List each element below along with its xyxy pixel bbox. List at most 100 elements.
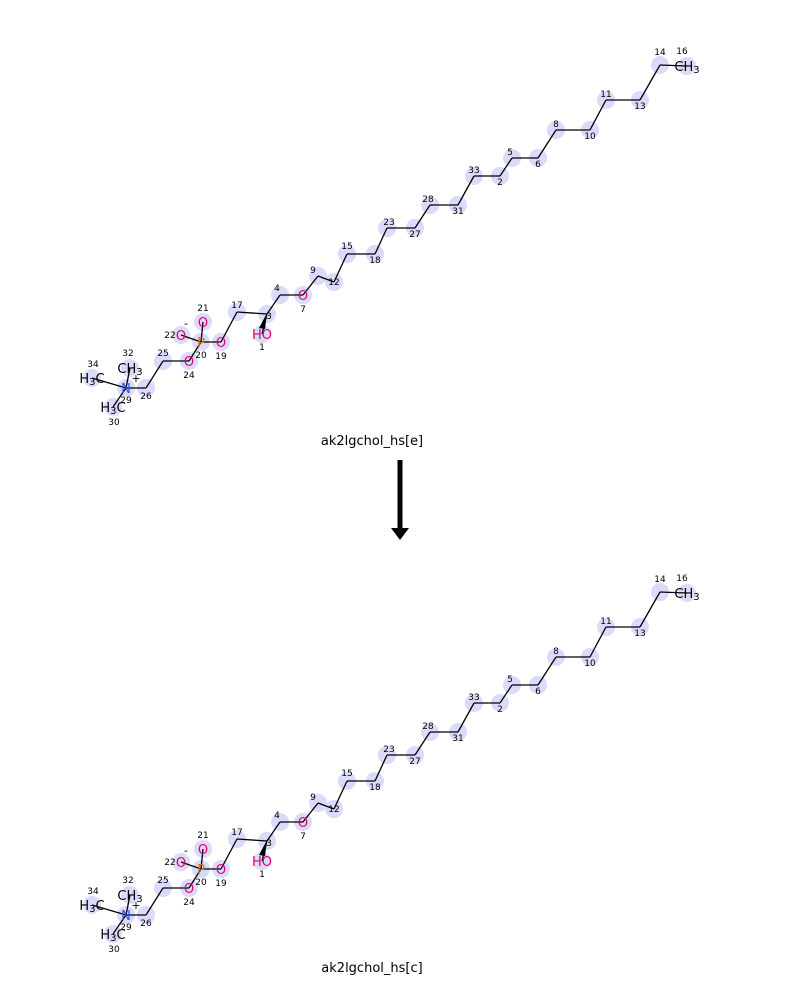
product-bond-29-32	[125, 894, 131, 916]
product-bond-6-8	[537, 656, 557, 686]
reactant-atom-label-34: H3C	[79, 372, 104, 388]
reactant-atom-index-25: 25	[157, 349, 168, 359]
product-atom-index-26: 26	[140, 919, 152, 929]
product-bond-7-9	[302, 802, 319, 823]
reactant-atom-index-22: 22	[164, 331, 175, 341]
reactant-atom-label-7: O	[298, 289, 308, 304]
product-bond-9-12	[317, 802, 335, 810]
product-atom-index-28: 28	[422, 722, 434, 732]
product-atom-label-30: H3C	[100, 928, 125, 944]
product-bond-14-16	[659, 591, 688, 594]
product-atom-index-31: 31	[452, 734, 463, 744]
reaction-arrow	[391, 460, 409, 540]
product-bond-17-19	[220, 838, 238, 870]
reactant-atom-index-17: 17	[231, 301, 242, 311]
reactant-bond-3-17	[236, 311, 268, 315]
product-bond-20-22	[180, 861, 202, 870]
product-atom-index-5: 5	[507, 675, 513, 685]
reactant-structure: HOOCH3OPOOONH3CCH3H3C-+13479121518232728…	[79, 47, 699, 428]
reactant-atom-label-20: P	[197, 336, 205, 351]
product-atom-index-19: 19	[215, 879, 227, 889]
product-atom-label-34: H3C	[79, 899, 104, 915]
product-atom-label-19: O	[216, 863, 226, 878]
product-bond-3-4	[266, 821, 281, 842]
product-caption: ak2lgchol_hs[c]	[321, 961, 422, 976]
product-atom-index-16: 16	[676, 574, 688, 584]
reactant-bond-29-32	[125, 367, 131, 389]
reactant-bond-20-24	[188, 341, 202, 362]
product-atom-label-1: HO	[252, 855, 272, 870]
reactant-atom-index-16: 16	[676, 47, 688, 57]
reactant-wedge-bond-3-1	[259, 313, 267, 329]
reactant-atom-index-29: 29	[120, 396, 132, 406]
product-structure: HOOCH3OPOOONH3CCH3H3C-+13479121518232728…	[79, 574, 699, 955]
product-atom-index-1: 1	[259, 870, 265, 880]
reactant-atom-index-11: 11	[600, 90, 611, 100]
reactant-atom-index-3: 3	[266, 312, 272, 322]
reactant-atom-index-12: 12	[328, 278, 339, 288]
product-atom-index-25: 25	[157, 876, 168, 886]
product-bond-31-33	[457, 702, 475, 733]
reactant-bond-31-33	[457, 175, 475, 206]
reactant-atom-index-26: 26	[140, 392, 152, 402]
reactant-atom-index-2: 2	[497, 178, 503, 188]
product-atom-index-22: 22	[164, 858, 175, 868]
reactant-atom-label-24: O	[184, 355, 194, 370]
reactant-atom-index-24: 24	[183, 371, 195, 381]
reactant-atom-index-18: 18	[369, 256, 381, 266]
product-atom-label-21: O	[198, 843, 208, 858]
reactant-bond-29-34	[91, 377, 127, 389]
product-atom-index-21: 21	[197, 831, 208, 841]
product-atom-index-15: 15	[341, 769, 352, 779]
product-atom-index-17: 17	[231, 828, 242, 838]
reactant-bond-10-11	[589, 99, 607, 131]
reactant-atom-label-19: O	[216, 336, 226, 351]
product-bond-20-24	[188, 868, 202, 889]
reactant-atom-index-1: 1	[259, 343, 265, 353]
product-bond-10-11	[589, 626, 607, 658]
reactant-atom-index-13: 13	[634, 102, 645, 112]
product-bond-18-23	[374, 754, 388, 782]
reactant-bond-2-5	[499, 157, 513, 177]
product-atom-index-29: 29	[120, 923, 132, 933]
product-atom-index-33: 33	[468, 693, 479, 703]
reactant-bond-18-23	[374, 227, 388, 255]
reactant-atom-index-32: 32	[122, 349, 133, 359]
product-charge-22: -	[184, 844, 188, 857]
reactant-bond-3-4	[266, 294, 281, 315]
reactant-charge-29: +	[131, 372, 140, 385]
reactant-atom-index-33: 33	[468, 166, 479, 176]
reactant-atom-index-9: 9	[310, 266, 316, 276]
product-bond-12-15	[333, 780, 348, 810]
reactant-bond-20-22	[180, 334, 202, 343]
reactant-bond-27-28	[414, 204, 431, 229]
reactant-bond-29-30	[112, 387, 127, 408]
reactant-atom-label-30: H3C	[100, 401, 125, 417]
reactant-atom-index-23: 23	[383, 218, 394, 228]
product-atom-index-34: 34	[87, 887, 99, 897]
reactant-atom-label-1: HO	[252, 328, 272, 343]
reactant-charge-22: -	[184, 317, 188, 330]
reactant-atom-index-10: 10	[584, 132, 596, 142]
product-atom-index-18: 18	[369, 783, 381, 793]
product-atom-index-10: 10	[584, 659, 596, 669]
product-bond-29-34	[91, 904, 127, 916]
reactant-bond-12-15	[333, 253, 348, 283]
reactant-atom-index-8: 8	[553, 120, 559, 130]
product-atom-index-27: 27	[409, 757, 420, 767]
reactant-atom-index-21: 21	[197, 304, 208, 314]
product-bond-20-21	[200, 848, 204, 870]
product-atom-label-22: O	[176, 856, 186, 871]
reactant-bond-7-9	[302, 275, 319, 296]
reactant-bond-20-21	[200, 321, 204, 343]
reactant-atom-index-19: 19	[215, 352, 227, 362]
product-atom-index-32: 32	[122, 876, 133, 886]
reactant-atom-label-29: N	[121, 382, 131, 397]
product-atom-index-9: 9	[310, 793, 316, 803]
product-atom-label-7: O	[298, 816, 308, 831]
product-atom-index-12: 12	[328, 805, 339, 815]
product-atom-index-13: 13	[634, 629, 645, 639]
product-atom-index-20: 20	[195, 878, 207, 888]
reactant-atom-index-31: 31	[452, 207, 463, 217]
